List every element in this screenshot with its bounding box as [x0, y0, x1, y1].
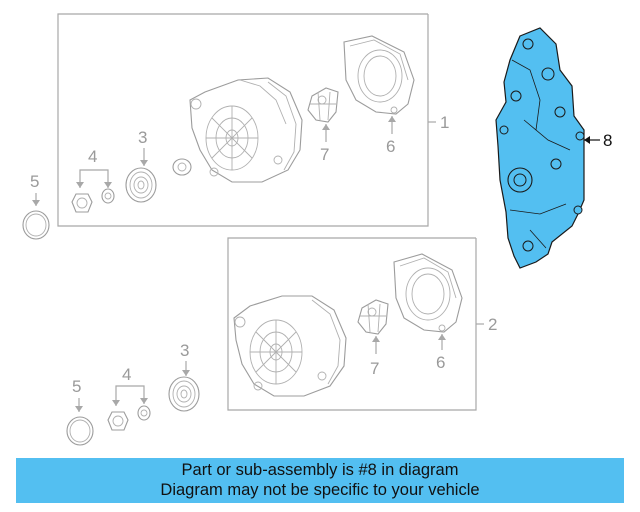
banner-line-disclaimer: Diagram may not be specific to your vehi… [160, 481, 480, 499]
label-end-cover-upper: 6 [386, 137, 395, 156]
ring-upper: 5 [22, 172, 50, 240]
info-banner: Part or sub-assembly is #8 in diagram Di… [16, 458, 624, 503]
label-bracket: 8 [603, 131, 612, 150]
pulley-upper: 3 [125, 128, 157, 203]
label-end-cover-lower: 6 [436, 353, 445, 372]
pulley-lower: 3 [168, 341, 200, 412]
label-pulley-upper: 3 [138, 128, 147, 147]
parts-diagram: 1 7 6 3 [22, 13, 612, 446]
alternator-upper [189, 77, 303, 183]
label-pulley-lower: 3 [180, 341, 189, 360]
label-ring-upper: 5 [30, 172, 39, 191]
nut-washer-upper: 4 [71, 147, 115, 213]
label-group-2: 2 [488, 315, 497, 334]
regulator-lower: 7 [357, 299, 389, 378]
nut-washer-lower: 4 [107, 365, 151, 431]
banner-line-part: Part or sub-assembly is #8 in diagram [181, 461, 459, 479]
alternator-lower [233, 295, 347, 397]
bracket-highlighted: 8 [495, 27, 612, 269]
regulator-upper: 7 [307, 87, 339, 164]
spacer-upper [172, 158, 192, 176]
ring-lower: 5 [66, 377, 94, 446]
label-nut-washer-upper: 4 [88, 147, 97, 166]
lower-group-box: 2 [227, 237, 497, 411]
label-regulator-upper: 7 [320, 145, 329, 164]
upper-group-box: 1 [57, 13, 449, 227]
label-nut-washer-lower: 4 [122, 365, 131, 384]
label-ring-lower: 5 [72, 377, 81, 396]
label-group-1: 1 [440, 113, 449, 132]
end-cover-upper: 6 [343, 35, 415, 156]
label-regulator-lower: 7 [370, 359, 379, 378]
end-cover-lower: 6 [393, 253, 463, 372]
